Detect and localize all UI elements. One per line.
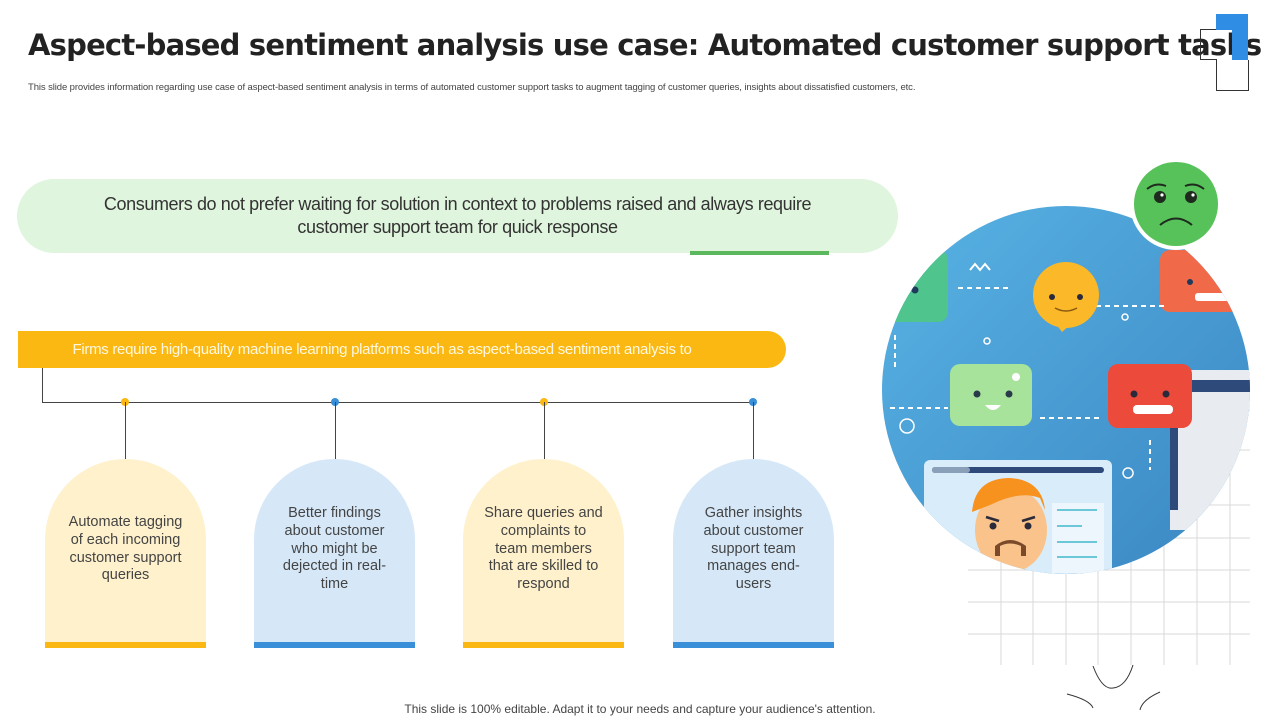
sad-face-icon bbox=[1130, 160, 1222, 250]
task-card: Gather insights about customer support t… bbox=[673, 459, 834, 648]
task-card-bar bbox=[254, 642, 415, 648]
corner-logo-icon bbox=[1200, 14, 1264, 91]
connector-drop bbox=[544, 402, 545, 459]
task-card: Automate tagging of each incoming custom… bbox=[45, 459, 206, 648]
info-callout-accent bbox=[690, 251, 829, 255]
orange-face-tile bbox=[1160, 250, 1250, 312]
connector-line-horizontal bbox=[42, 402, 754, 403]
footer-note: This slide is 100% editable. Adapt it to… bbox=[404, 702, 876, 716]
task-card-bar bbox=[463, 642, 624, 648]
slide-subtitle: This slide provides information regardin… bbox=[28, 82, 916, 93]
neutral-face-bubble bbox=[1033, 262, 1099, 332]
sentiment-illustration bbox=[882, 160, 1250, 711]
task-card-bar bbox=[45, 642, 206, 648]
happy-face-tile bbox=[950, 364, 1032, 426]
task-card-bar bbox=[673, 642, 834, 648]
task-card: Share queries and complaints to team mem… bbox=[463, 459, 624, 648]
connector-line-vertical bbox=[42, 368, 43, 403]
location-pin-icon bbox=[1122, 467, 1134, 479]
connector-drop bbox=[753, 402, 754, 459]
burst-shape bbox=[1066, 664, 1161, 711]
task-card-text: Gather insights about customer support t… bbox=[703, 505, 804, 593]
angry-man-avatar bbox=[972, 478, 1047, 572]
info-callout: Consumers do not prefer waiting for solu… bbox=[17, 179, 898, 253]
slide-title: Aspect-based sentiment analysis use case… bbox=[28, 28, 1262, 62]
green-face-tile bbox=[882, 250, 948, 322]
connector-drop bbox=[125, 402, 126, 459]
timer-icon bbox=[899, 418, 915, 434]
task-card-text: Automate tagging of each incoming custom… bbox=[68, 513, 183, 584]
task-card-text: Share queries and complaints to team mem… bbox=[484, 505, 603, 593]
task-card-text: Better findings about customer who might… bbox=[282, 505, 387, 593]
task-card: Better findings about customer who might… bbox=[254, 459, 415, 648]
firms-banner-text: Firms require high-quality machine learn… bbox=[72, 341, 692, 358]
info-callout-text: Consumers do not prefer waiting for solu… bbox=[103, 194, 812, 237]
angry-face-tile bbox=[1108, 364, 1192, 428]
connector-drop bbox=[335, 402, 336, 459]
firms-banner: Firms require high-quality machine learn… bbox=[18, 331, 786, 368]
